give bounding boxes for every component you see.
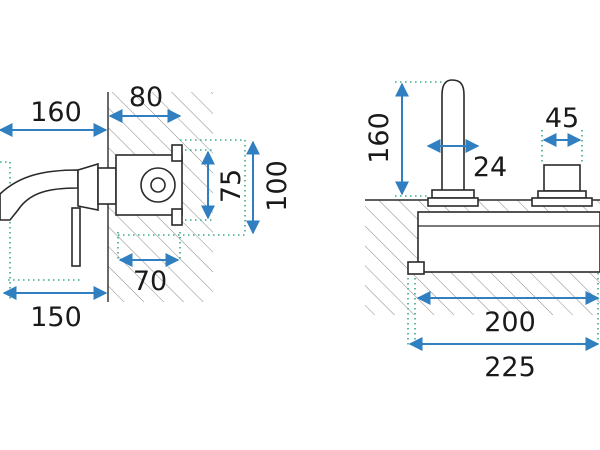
dim-label-side-spout-projection: 160 [30, 97, 82, 128]
side-lug-top [171, 144, 183, 162]
side-connector [97, 167, 117, 205]
side-lever [71, 207, 81, 267]
dim-label-side-plate-outer: 100 [262, 160, 293, 212]
side-cartridge-inner [150, 177, 166, 193]
dim-label-side-wall-depth: 80 [129, 82, 163, 113]
top-spout [441, 79, 465, 193]
side-spout [0, 169, 79, 221]
dim-label-top-box-inner: 200 [484, 307, 536, 338]
dim-label-top-handle-width: 45 [545, 103, 579, 134]
top-handle-base [537, 190, 587, 199]
side-view: 160 80 75 100 70 150 [0, 82, 293, 333]
dim-label-side-plate-inner: 75 [216, 169, 247, 203]
top-view: 160 24 45 200 225 [364, 79, 600, 383]
side-lug-bottom [171, 208, 183, 226]
dim-label-top-spout-height: 160 [364, 112, 395, 164]
dim-label-side-body-depth: 70 [133, 266, 167, 297]
top-spout-base [431, 189, 475, 199]
top-handle-knob [543, 164, 581, 192]
top-box-flange [407, 261, 425, 275]
top-box [417, 211, 600, 273]
dim-label-side-spout-reach: 150 [30, 302, 82, 333]
dim-label-top-box-outer: 225 [484, 352, 536, 383]
side-escutcheon [77, 162, 99, 211]
dim-label-top-spout-diameter: 24 [473, 152, 507, 183]
side-ext-left-frame [0, 161, 11, 300]
top-handle-plate [531, 197, 593, 207]
top-spout-plate [427, 197, 479, 207]
